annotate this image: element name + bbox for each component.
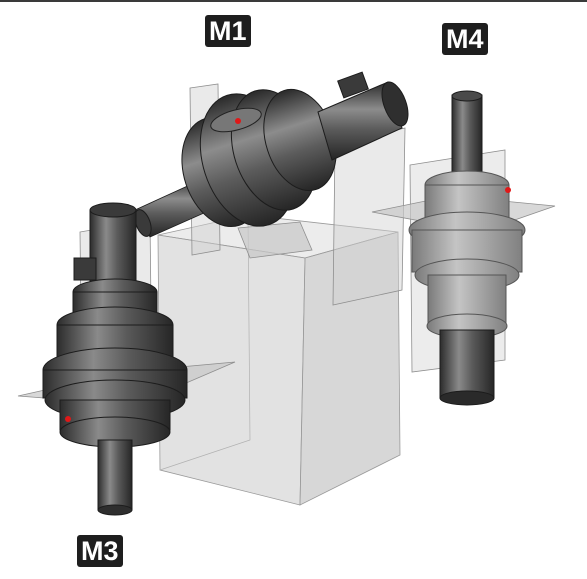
m3-motor [89,209,137,289]
gearbox-m1 [134,71,409,238]
red-marker-m3 [65,416,71,422]
gearbox-m3 [42,202,188,516]
m4-output-shaft [451,94,483,181]
m3-output-shaft [97,439,133,511]
top-border-line [0,0,587,2]
label-m4: M4 [442,23,488,55]
plate-m1-base [237,221,313,259]
m4-motor [439,329,495,399]
cube-hidden-edges [159,214,251,471]
label-m3: M3 [77,535,123,567]
label-m1: M1 [205,15,251,47]
gearbox-m4 [408,90,526,406]
cube-right-face [299,231,401,506]
red-marker-m1 [235,118,241,124]
m1-motor [317,81,403,161]
red-marker-m4 [505,187,511,193]
